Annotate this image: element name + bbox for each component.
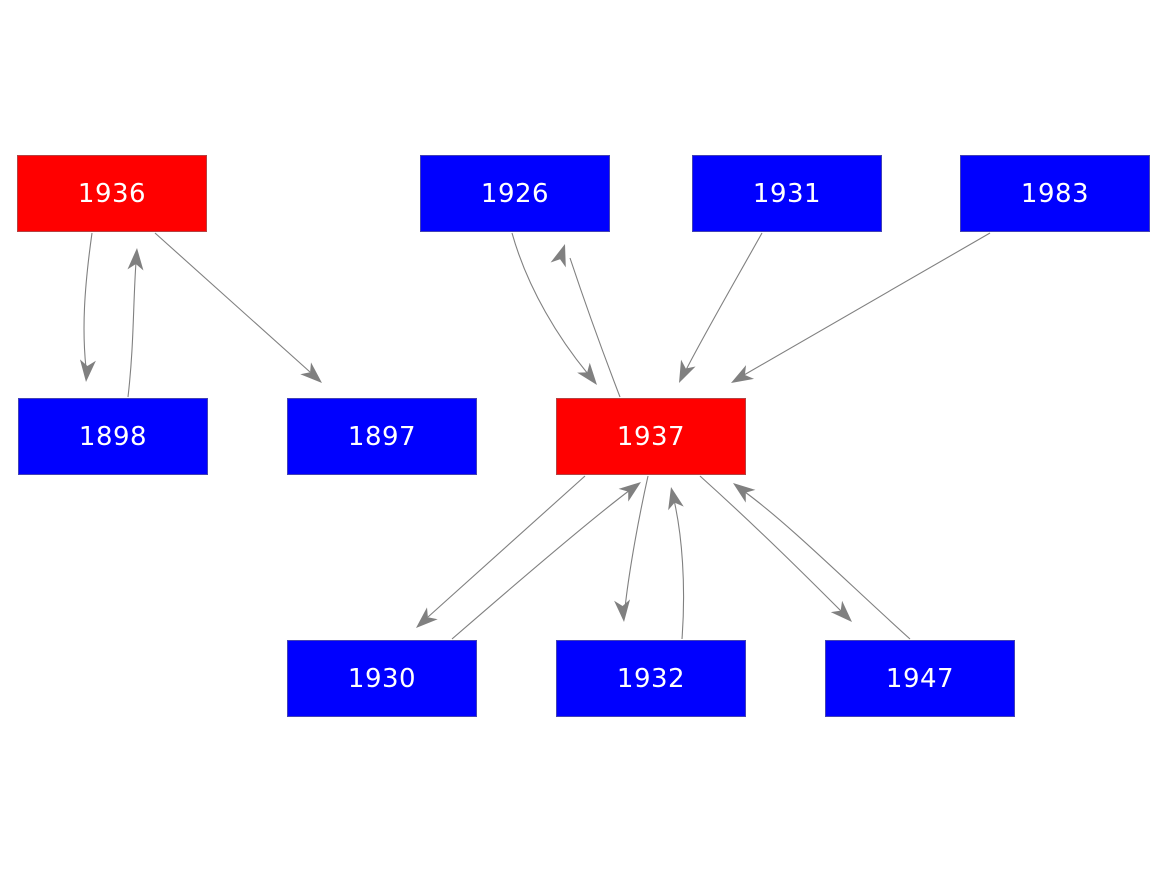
arrowhead (577, 362, 597, 385)
arrowhead (830, 600, 852, 622)
node-label: 1898 (78, 421, 148, 452)
edge-1983-to-1937 (731, 232, 991, 383)
arrowhead (618, 482, 641, 502)
arrowhead (416, 607, 438, 628)
node-label: 1947 (885, 663, 955, 694)
node-label: 1930 (347, 663, 417, 694)
edge-1937-to-1947 (699, 475, 852, 622)
edge-1936-to-1898 (79, 232, 96, 382)
arrowhead (300, 362, 322, 383)
arrowhead (79, 359, 96, 382)
arrowhead (614, 599, 631, 622)
node-label: 1926 (480, 178, 550, 209)
node-label: 1937 (616, 421, 686, 452)
graph-node-1926[interactable]: 1926 (420, 155, 610, 232)
arrowhead (668, 487, 684, 511)
node-label: 1983 (1020, 178, 1090, 209)
node-label: 1932 (616, 663, 686, 694)
edge-1932-to-1937 (668, 487, 685, 640)
graph-node-1930[interactable]: 1930 (287, 640, 477, 717)
arrowhead (550, 244, 566, 268)
graph-node-1897[interactable]: 1897 (287, 398, 477, 475)
arrowhead (679, 359, 696, 383)
node-label: 1931 (752, 178, 822, 209)
edge-1947-to-1937 (733, 483, 911, 640)
edge-1936-to-1897 (154, 232, 322, 383)
edge-1937-to-1926 (550, 244, 621, 398)
edge-1930-to-1937 (451, 482, 641, 640)
graph-node-1898[interactable]: 1898 (18, 398, 208, 475)
edge-1926-to-1937 (511, 232, 597, 385)
graph-node-1937[interactable]: 1937 (556, 398, 746, 475)
graph-node-1947[interactable]: 1947 (825, 640, 1015, 717)
node-label: 1897 (347, 421, 417, 452)
edge-1931-to-1937 (679, 232, 763, 383)
graph-node-1983[interactable]: 1983 (960, 155, 1150, 232)
arrowhead (733, 483, 756, 503)
graph-node-1936[interactable]: 1936 (17, 155, 207, 232)
graph-node-1931[interactable]: 1931 (692, 155, 882, 232)
edge-1898-to-1936 (127, 248, 144, 398)
arrowhead (127, 248, 144, 271)
edge-1937-to-1930 (416, 475, 586, 628)
arrowhead (731, 365, 755, 383)
node-label: 1936 (77, 178, 147, 209)
graph-node-1932[interactable]: 1932 (556, 640, 746, 717)
edge-1937-to-1932 (614, 475, 649, 622)
